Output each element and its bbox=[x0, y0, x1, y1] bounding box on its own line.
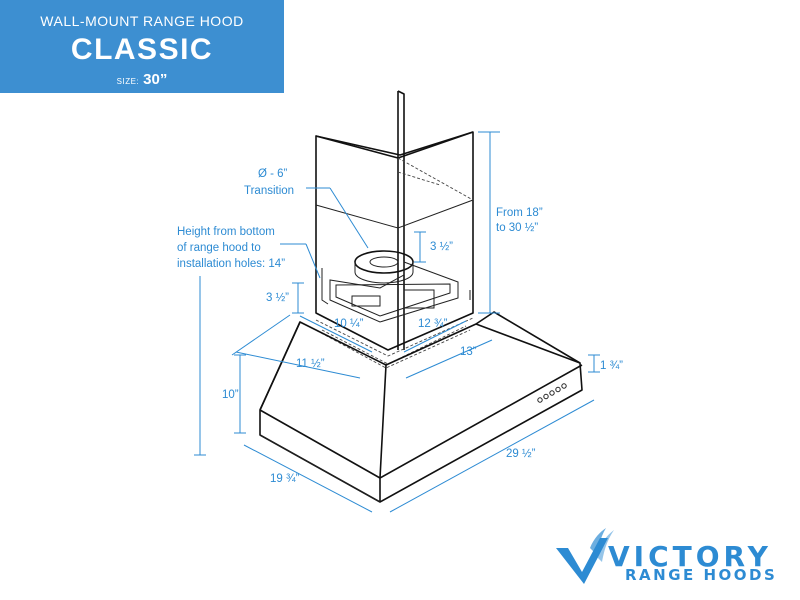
height-label-line2: of range hood to bbox=[177, 242, 261, 254]
logo-tagline: RANGE HOODS bbox=[625, 566, 778, 584]
top-right-label: 13” bbox=[460, 346, 477, 358]
chimney-height-line2: to 30 ½” bbox=[496, 222, 538, 234]
dimension-lines bbox=[194, 131, 600, 513]
logo-wordmark: VICTORY bbox=[608, 540, 772, 573]
height-label-line1: Height from bottom bbox=[177, 226, 275, 238]
front-height-label: 1 ¾” bbox=[600, 360, 623, 372]
chimney bbox=[315, 90, 474, 351]
transition-dim-label: Ø - 6” bbox=[258, 168, 288, 180]
dimension-labels: Ø - 6” Transition Height from bottom of … bbox=[177, 168, 623, 485]
size-label: SIZE: bbox=[116, 77, 140, 86]
bracket-left-label: 10 ¼” bbox=[334, 318, 364, 330]
product-name: CLASSIC bbox=[70, 33, 214, 66]
control-button bbox=[555, 386, 561, 393]
transition-and-blower bbox=[321, 250, 471, 323]
vent-height-label: 3 ½” bbox=[430, 241, 453, 253]
control-button bbox=[543, 393, 549, 400]
body-height-label: 10” bbox=[222, 389, 239, 401]
transition-label: Transition bbox=[244, 185, 294, 197]
height-label-line3: installation holes: 14” bbox=[177, 258, 285, 270]
hidden-edges bbox=[311, 317, 474, 369]
product-type: WALL-MOUNT RANGE HOOD bbox=[40, 13, 244, 29]
control-panel bbox=[537, 383, 567, 403]
bracket-height-label: 3 ½” bbox=[266, 292, 289, 304]
size-value: 30” bbox=[143, 71, 168, 88]
canopy bbox=[259, 311, 583, 503]
depth-label: 19 ¾” bbox=[270, 473, 300, 485]
width-label: 29 ½” bbox=[506, 448, 536, 460]
control-button bbox=[549, 390, 555, 396]
title-banner: WALL-MOUNT RANGE HOOD CLASSIC SIZE:30” bbox=[0, 0, 284, 93]
product-size: SIZE:30” bbox=[0, 71, 284, 88]
bracket-right-label: 12 ¾” bbox=[418, 318, 448, 330]
top-left-label: 11 ½” bbox=[296, 358, 325, 370]
victory-logo-icon bbox=[556, 528, 614, 584]
control-button bbox=[537, 397, 543, 403]
control-button bbox=[561, 383, 567, 389]
chimney-height-line1: From 18” bbox=[496, 207, 543, 219]
